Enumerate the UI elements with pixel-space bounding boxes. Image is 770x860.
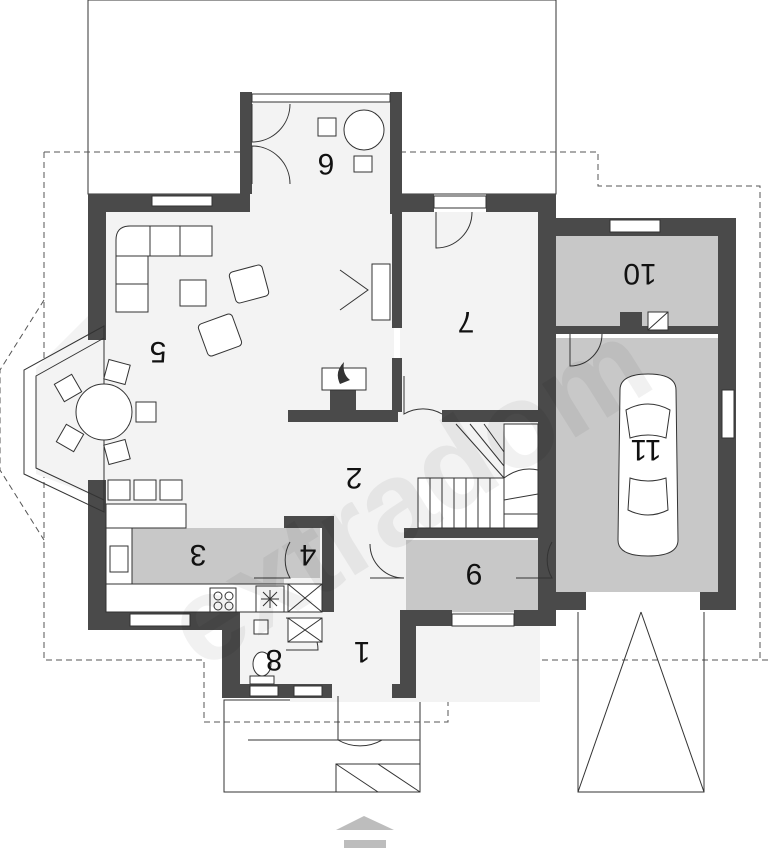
windows bbox=[129, 93, 735, 697]
armchair bbox=[228, 264, 270, 304]
car bbox=[617, 373, 679, 557]
room-label-7: 7 bbox=[458, 305, 475, 338]
doormat-hatch bbox=[377, 763, 421, 793]
room-label-5: 5 bbox=[150, 335, 167, 368]
round-table bbox=[343, 109, 385, 151]
room-label-8: 8 bbox=[266, 643, 283, 676]
fireplace-heat-mark bbox=[339, 269, 369, 311]
driveway-line bbox=[640, 611, 705, 793]
flame-icon bbox=[337, 362, 350, 384]
doormat bbox=[335, 763, 421, 793]
coffee-table bbox=[179, 279, 207, 307]
bar-stools bbox=[107, 479, 183, 501]
driveway-line bbox=[577, 611, 642, 793]
doormat-hatch bbox=[335, 763, 379, 793]
roof-outline-bay bbox=[0, 299, 45, 541]
hob-icon bbox=[209, 587, 237, 613]
fridge-snowflake-icon bbox=[255, 585, 285, 613]
kitchen-bar bbox=[105, 503, 187, 529]
boiler-hatch bbox=[647, 311, 669, 331]
entrance-arrow-base bbox=[344, 840, 386, 848]
room-label-9: 9 bbox=[466, 557, 483, 590]
room-label-6: 6 bbox=[318, 147, 335, 180]
room-label-4: 4 bbox=[300, 538, 317, 571]
armchair bbox=[197, 313, 243, 357]
dining-chairs bbox=[53, 358, 157, 466]
utility-floor bbox=[406, 540, 538, 612]
entrance-arrow-icon bbox=[336, 816, 394, 830]
wardrobe-crossed bbox=[287, 617, 323, 643]
room-label-3: 3 bbox=[190, 538, 207, 571]
bay-floor bbox=[36, 300, 104, 500]
room-label-1: 1 bbox=[354, 635, 371, 668]
staircase bbox=[417, 423, 539, 529]
sink-icon bbox=[109, 545, 129, 573]
pantry-floor bbox=[284, 528, 320, 578]
driveway bbox=[577, 612, 705, 793]
corner-sofa bbox=[115, 225, 213, 313]
room-label-2: 2 bbox=[346, 461, 363, 494]
chair bbox=[353, 155, 373, 173]
chair bbox=[317, 117, 337, 137]
room-label-10: 10 bbox=[623, 257, 656, 290]
room7-floor bbox=[400, 212, 540, 412]
entrance-terrace bbox=[223, 699, 421, 793]
room-label-11: 11 bbox=[630, 433, 661, 466]
doors bbox=[251, 103, 603, 747]
cabinet-crossed bbox=[287, 583, 323, 613]
dining-table bbox=[75, 383, 133, 441]
washbasin bbox=[253, 619, 269, 635]
fireplace bbox=[371, 263, 391, 321]
toilet-tank bbox=[249, 675, 275, 685]
roof-outline-right bbox=[400, 151, 761, 660]
